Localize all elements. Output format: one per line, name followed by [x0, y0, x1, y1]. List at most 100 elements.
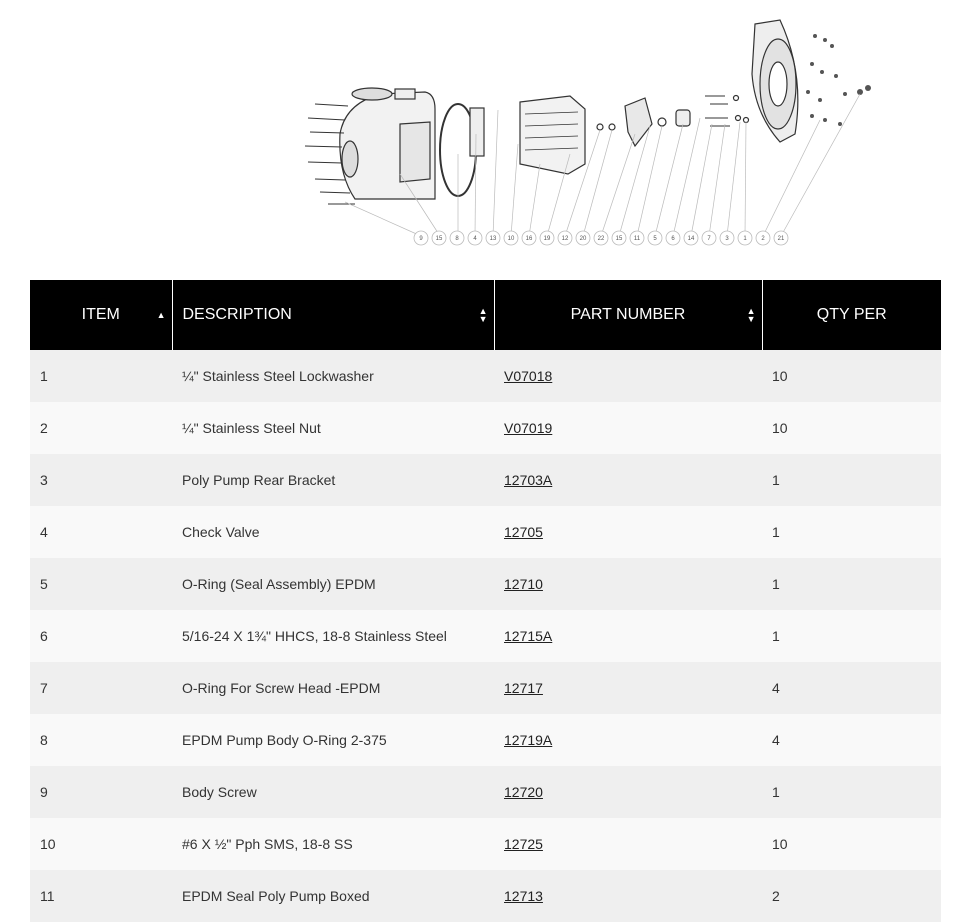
column-header-description-label: DESCRIPTION: [182, 306, 292, 323]
cell-item: 2: [30, 402, 172, 454]
part-number-link[interactable]: 12725: [504, 836, 543, 852]
callout-number: 19: [544, 236, 551, 242]
cell-qty: 10: [762, 350, 941, 402]
callout-circle: [467, 230, 483, 246]
callout-number: 3: [725, 236, 729, 242]
cell-item: 1: [30, 350, 172, 402]
cell-qty: 1: [762, 454, 941, 506]
cell-description: Check Valve: [172, 506, 494, 558]
callout-circle: [521, 230, 537, 246]
cell-qty: 1: [762, 506, 941, 558]
part-number-link[interactable]: 12720: [504, 784, 543, 800]
callout-number: 11: [634, 236, 641, 242]
cell-qty: 10: [762, 818, 941, 870]
callout-circle: [755, 230, 771, 246]
part-number-link[interactable]: 12713: [504, 888, 543, 904]
cell-description: EPDM Seal Poly Pump Boxed: [172, 870, 494, 922]
cell-description: EPDM Pump Body O-Ring 2-375: [172, 714, 494, 766]
column-header-part-number-label: PART NUMBER: [570, 306, 686, 323]
callout-circle: [593, 230, 609, 246]
cell-description: 5/16-24 X 1¾" HHCS, 18-8 Stainless Steel: [172, 610, 494, 662]
column-header-item[interactable]: ITEM ▲: [30, 280, 172, 350]
callout-number: 5: [653, 236, 657, 242]
cell-part-number: V07019: [494, 402, 762, 454]
callout-number: 13: [490, 236, 497, 242]
callout-number: 16: [526, 236, 533, 242]
callout-number: 21: [778, 236, 785, 242]
callout-number: 1: [743, 236, 747, 242]
callout-circle: [539, 230, 555, 246]
cell-item: 8: [30, 714, 172, 766]
part-number-link[interactable]: V07018: [504, 368, 553, 384]
column-header-item-label: ITEM: [81, 306, 120, 323]
part-number-link[interactable]: 12705: [504, 524, 543, 540]
part-number-link[interactable]: 12715A: [504, 628, 553, 644]
cell-part-number: 12713: [494, 870, 762, 922]
cell-qty: 2: [762, 870, 941, 922]
cell-part-number: 12717: [494, 662, 762, 714]
cell-item: 10: [30, 818, 172, 870]
callout-circle: [503, 230, 519, 246]
callout-number: 15: [616, 236, 623, 242]
cell-description: ¼" Stainless Steel Lockwasher: [172, 350, 494, 402]
cell-part-number: 12725: [494, 818, 762, 870]
parts-table: ITEM ▲ DESCRIPTION ▲▼ PART NUMBER ▲▼ QTY…: [30, 280, 941, 922]
callout-number: 8: [455, 236, 459, 242]
part-number-link[interactable]: 12719A: [504, 732, 553, 748]
callout-circle: [485, 230, 501, 246]
callout-number: 9: [419, 236, 423, 242]
callout-circle: [701, 230, 717, 246]
cell-item: 3: [30, 454, 172, 506]
callout-circle: [629, 230, 645, 246]
callout-number: 10: [508, 236, 515, 242]
column-header-part-number[interactable]: PART NUMBER ▲▼: [493, 280, 762, 350]
callout-circle: [683, 230, 699, 246]
cell-qty: 1: [762, 766, 941, 818]
cell-description: #6 X ½" Pph SMS, 18-8 SS: [172, 818, 494, 870]
cell-qty: 4: [762, 714, 941, 766]
part-number-link[interactable]: 12717: [504, 680, 543, 696]
cell-qty: 10: [762, 402, 941, 454]
part-number-link[interactable]: V07019: [504, 420, 553, 436]
cell-part-number: 12705: [494, 506, 762, 558]
cell-item: 6: [30, 610, 172, 662]
cell-item: 4: [30, 506, 172, 558]
part-number-link[interactable]: 12710: [504, 576, 543, 592]
callout-number: 14: [688, 236, 695, 242]
sort-toggle-icon[interactable]: ▲▼: [746, 306, 756, 324]
cell-item: 9: [30, 766, 172, 818]
cell-qty: 1: [762, 610, 941, 662]
cell-item: 7: [30, 662, 172, 714]
callout-circle: [431, 230, 447, 246]
cell-description: Poly Pump Rear Bracket: [172, 454, 494, 506]
callout-circle: [575, 230, 591, 246]
sort-toggle-icon[interactable]: ▲▼: [478, 306, 488, 324]
cell-item: 5: [30, 558, 172, 610]
cell-part-number: 12710: [494, 558, 762, 610]
callout-number: 20: [580, 236, 587, 242]
column-header-qty: QTY PER: [761, 280, 941, 350]
table-header-row: ITEM ▲ DESCRIPTION ▲▼ PART NUMBER ▲▼ QTY…: [30, 280, 941, 350]
callout-circle: [611, 230, 627, 246]
cell-part-number: 12703A: [494, 454, 762, 506]
cell-description: O-Ring For Screw Head -EPDM: [172, 662, 494, 714]
column-header-description[interactable]: DESCRIPTION ▲▼: [171, 280, 494, 350]
callout-circle: [719, 230, 735, 246]
part-number-link[interactable]: 12703A: [504, 472, 553, 488]
cell-part-number: 12720: [494, 766, 762, 818]
callout-circle: [737, 230, 753, 246]
sort-ascending-icon[interactable]: ▲: [156, 310, 166, 320]
